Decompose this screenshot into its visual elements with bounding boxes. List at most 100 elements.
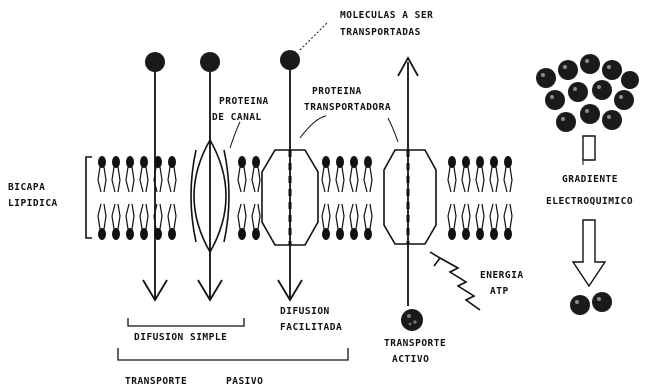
- lipid-head-top: [350, 156, 358, 168]
- label-passive-left: TRANSPORTE: [125, 376, 187, 387]
- lipid-tail-top: [98, 167, 106, 192]
- label-energy-2: ATP: [490, 286, 509, 297]
- lipid-tail-top: [252, 167, 260, 192]
- lipid-head-top: [476, 156, 484, 168]
- lipid-head-top: [140, 156, 148, 168]
- leader-molecules: [300, 22, 328, 50]
- simple-diffusion-bracket: [128, 318, 244, 326]
- gradient-molecule-cluster: [536, 54, 639, 132]
- molecule-active: [401, 309, 423, 331]
- lipid-tail-top: [364, 167, 372, 192]
- lipid-tail-top: [112, 167, 120, 192]
- lipid-head-bottom: [364, 228, 372, 240]
- lipid-head-top: [98, 156, 106, 168]
- label-molecules-1: MOLECULAS A SER: [340, 10, 433, 21]
- bilayer-bracket: [86, 157, 92, 238]
- label-molecules-2: TRANSPORTADAS: [340, 27, 421, 38]
- lipid-tail-bottom: [98, 204, 106, 229]
- lipid-head-bottom: [126, 228, 134, 240]
- lipid-tail-bottom: [252, 204, 260, 229]
- pump-protein: [384, 150, 436, 244]
- label-facilitated-1: DIFUSION: [280, 306, 330, 317]
- lipid-head-bottom: [490, 228, 498, 240]
- molecule-simple-1: [145, 52, 165, 72]
- lipid-tail-bottom: [448, 204, 456, 229]
- label-energy-1: ENERGIA: [480, 270, 524, 281]
- lipid-tail-top: [238, 167, 246, 192]
- label-carrier-1: PROTEINA: [312, 86, 362, 97]
- lipid-head-bottom: [350, 228, 358, 240]
- label-simple-diffusion: DIFUSION SIMPLE: [134, 332, 227, 343]
- label-active-2: ACTIVO: [392, 354, 429, 365]
- lipid-tail-bottom: [490, 204, 498, 229]
- lipid-head-bottom: [462, 228, 470, 240]
- lipid-tail-bottom: [336, 204, 344, 229]
- label-gradient-2: ELECTROQUIMICO: [546, 196, 633, 207]
- passive-bracket: [118, 348, 348, 360]
- lipid-tail-bottom: [168, 204, 176, 229]
- lipid-tail-bottom: [238, 204, 246, 229]
- lipid-head-bottom: [476, 228, 484, 240]
- lipid-tail-bottom: [126, 204, 134, 229]
- label-bilayer-1: BICAPA: [8, 182, 45, 193]
- lipid-tail-top: [490, 167, 498, 192]
- gradient-molecules-low: [570, 292, 612, 315]
- lipid-tail-bottom: [322, 204, 330, 229]
- leader-carrier-right: [388, 118, 398, 142]
- lipid-head-top: [252, 156, 260, 168]
- energy-arrow: [430, 252, 480, 310]
- lipid-tail-top: [504, 167, 512, 192]
- lipid-tail-bottom: [462, 204, 470, 229]
- lipid-tail-top: [322, 167, 330, 192]
- label-active-1: TRANSPORTE: [384, 338, 446, 349]
- label-bilayer-2: LIPIDICA: [8, 198, 58, 209]
- lipid-head-top: [322, 156, 330, 168]
- lipid-head-bottom: [238, 228, 246, 240]
- label-carrier-2: TRANSPORTADORA: [304, 102, 391, 113]
- lipid-tail-bottom: [140, 204, 148, 229]
- lipid-head-top: [490, 156, 498, 168]
- lipid-tail-top: [462, 167, 470, 192]
- lipid-tail-bottom: [350, 204, 358, 229]
- lipid-head-bottom: [336, 228, 344, 240]
- leader-carrier-left: [300, 116, 326, 138]
- lipid-head-top: [504, 156, 512, 168]
- gradient-arrow: [573, 136, 605, 286]
- label-passive-right: PASIVO: [226, 376, 263, 387]
- lipid-head-bottom: [322, 228, 330, 240]
- lipid-head-bottom: [168, 228, 176, 240]
- lipid-head-top: [112, 156, 120, 168]
- lipid-head-top: [238, 156, 246, 168]
- lipid-head-top: [126, 156, 134, 168]
- lipid-head-top: [168, 156, 176, 168]
- leader-channel: [230, 122, 240, 148]
- lipid-head-bottom: [112, 228, 120, 240]
- lipid-head-bottom: [98, 228, 106, 240]
- lipid-tail-bottom: [364, 204, 372, 229]
- lipid-head-bottom: [504, 228, 512, 240]
- lipid-tail-top: [126, 167, 134, 192]
- label-channel-1: PROTEINA: [219, 96, 269, 107]
- lipid-head-top: [462, 156, 470, 168]
- lipid-head-top: [448, 156, 456, 168]
- lipid-head-bottom: [448, 228, 456, 240]
- label-channel-2: DE CANAL: [212, 112, 262, 123]
- lipid-tail-top: [476, 167, 484, 192]
- lipid-tail-top: [448, 167, 456, 192]
- lipid-head-top: [336, 156, 344, 168]
- lipid-tail-bottom: [476, 204, 484, 229]
- lipid-tail-top: [350, 167, 358, 192]
- label-facilitated-2: FACILITADA: [280, 322, 342, 333]
- lipid-tail-top: [336, 167, 344, 192]
- lipid-tail-bottom: [504, 204, 512, 229]
- lipid-tail-top: [168, 167, 176, 192]
- molecule-facilitated: [280, 50, 300, 70]
- lipid-head-bottom: [140, 228, 148, 240]
- molecule-simple-2: [200, 52, 220, 72]
- label-gradient-1: GRADIENTE: [562, 174, 618, 185]
- lipid-tail-bottom: [112, 204, 120, 229]
- lipid-head-bottom: [252, 228, 260, 240]
- lipid-head-top: [364, 156, 372, 168]
